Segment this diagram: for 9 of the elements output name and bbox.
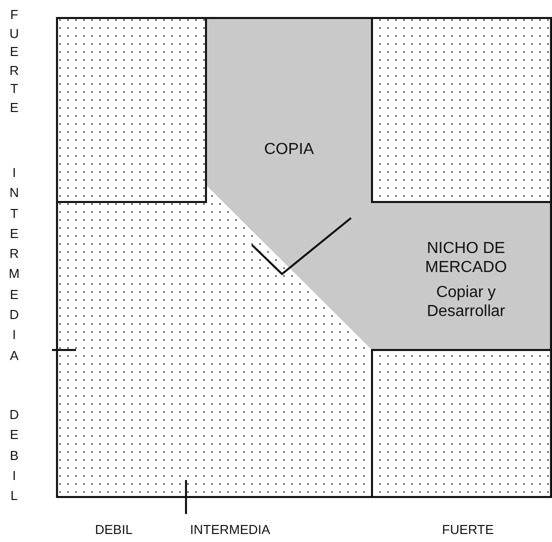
region-title: NICHO DE MERCADO — [424, 238, 508, 277]
y-axis-label: DEBIL — [8, 406, 20, 506]
x-axis-label: FUERTE — [442, 522, 494, 537]
y-axis-label: INTERMEDIA — [8, 164, 20, 365]
x-axis-label: INTERMEDIA — [190, 522, 270, 537]
y-axis-label: FUERTE — [8, 6, 20, 117]
region-subtitle: Copiar y Desarrollar — [426, 283, 506, 322]
region-title: COPIA — [264, 140, 314, 160]
x-axis-label: DEBIL — [95, 522, 133, 537]
